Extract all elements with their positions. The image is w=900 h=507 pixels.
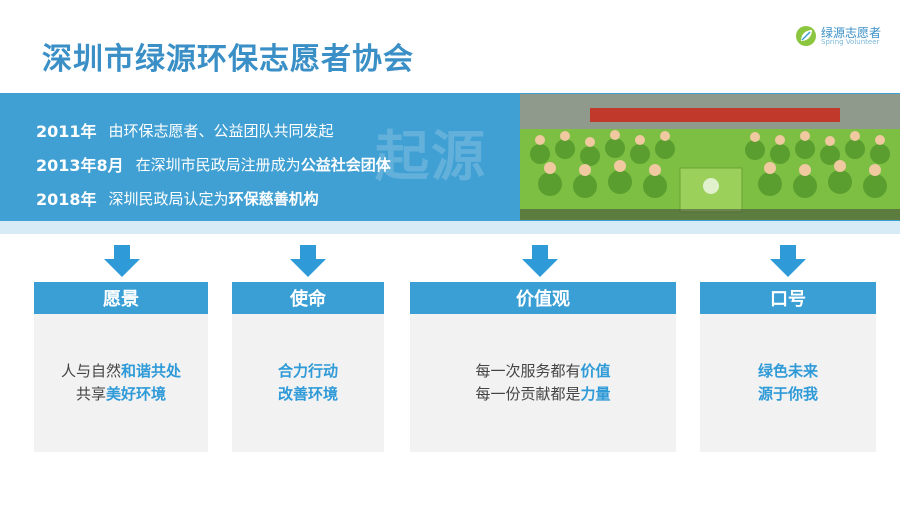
values-header: 价值观 [410,282,676,314]
vision-line-2-text: 共享 [75,385,106,403]
slogan-body: 绿色未来 源于你我 [700,314,876,452]
page-title: 深圳市绿源环保志愿者协会 [42,42,414,77]
vision-line-1-text: 人与自然 [60,362,121,380]
timeline-row: 2018年 深圳民政局认定为 环保慈善机构 [36,181,391,215]
timeline-year: 2013年8月 [36,156,124,175]
arrow-down-icon [780,245,796,259]
timeline-text: 在深圳市民政局注册成为 [135,155,301,174]
arrow-down-head [104,259,140,277]
arrow-down-head [290,259,326,277]
values-line-2-highlight: 力量 [580,385,611,403]
vision-line-2: 共享美好环境 [76,383,166,406]
leaf-icon [796,26,816,46]
vision-body: 人与自然和谐共处 共享美好环境 [34,314,208,452]
values-line-2-text: 每一份贡献都是 [475,385,581,403]
timeline-text: 深圳民政局认定为 [108,189,229,208]
values-line-1: 每一次服务都有价值 [475,360,610,383]
slogan-line-2: 源于你我 [757,385,818,403]
group-photo-graphic [520,94,900,220]
timeline-row: 2011年 由环保志愿者、公益团队共同发起 [36,113,391,147]
values-line-1-text: 每一次服务都有 [475,362,581,380]
arrow-down-head [770,259,806,277]
timeline-year: 2018年 [36,190,97,209]
mission-line-1: 合力行动 [277,362,338,380]
timeline-row: 2013年8月 在深圳市民政局注册成为 公益社会团体 [36,147,391,181]
values-line-1-highlight: 价值 [580,362,611,380]
mission-body: 合力行动 改善环境 [232,314,384,452]
slogan-line-1: 绿色未来 [757,362,818,380]
mission-header: 使命 [232,282,384,314]
timeline-year: 2011年 [36,122,97,141]
arrow-down-icon [114,245,130,259]
arrow-down-icon [300,245,316,259]
group-photo [520,94,900,220]
arrow-down-icon [532,245,548,259]
arrow-down-head [522,259,558,277]
vision-line-2-highlight: 美好环境 [106,385,167,403]
timeline-highlight: 公益社会团体 [300,155,391,174]
logo-subtitle: Spring Volunteer [821,38,880,46]
vision-line-1-highlight: 和谐共处 [121,362,182,380]
timeline-highlight: 环保慈善机构 [228,189,319,208]
watermark-text: 起源 [375,125,487,188]
slogan-header: 口号 [700,282,876,314]
band-shadow [0,221,900,234]
values-body: 每一次服务都有价值 每一份贡献都是力量 [410,314,676,452]
logo: 绿源志愿者 Spring Volunteer [795,24,890,48]
history-timeline: 2011年 由环保志愿者、公益团队共同发起 2013年8月 在深圳市民政局注册成… [36,113,391,215]
mission-line-2: 改善环境 [277,385,338,403]
vision-line-1: 人与自然和谐共处 [61,360,181,383]
values-line-2: 每一份贡献都是力量 [475,383,610,406]
vision-header: 愿景 [34,282,208,314]
timeline-text: 由环保志愿者、公益团队共同发起 [108,121,334,140]
logo-name: 绿源志愿者 [821,26,882,40]
